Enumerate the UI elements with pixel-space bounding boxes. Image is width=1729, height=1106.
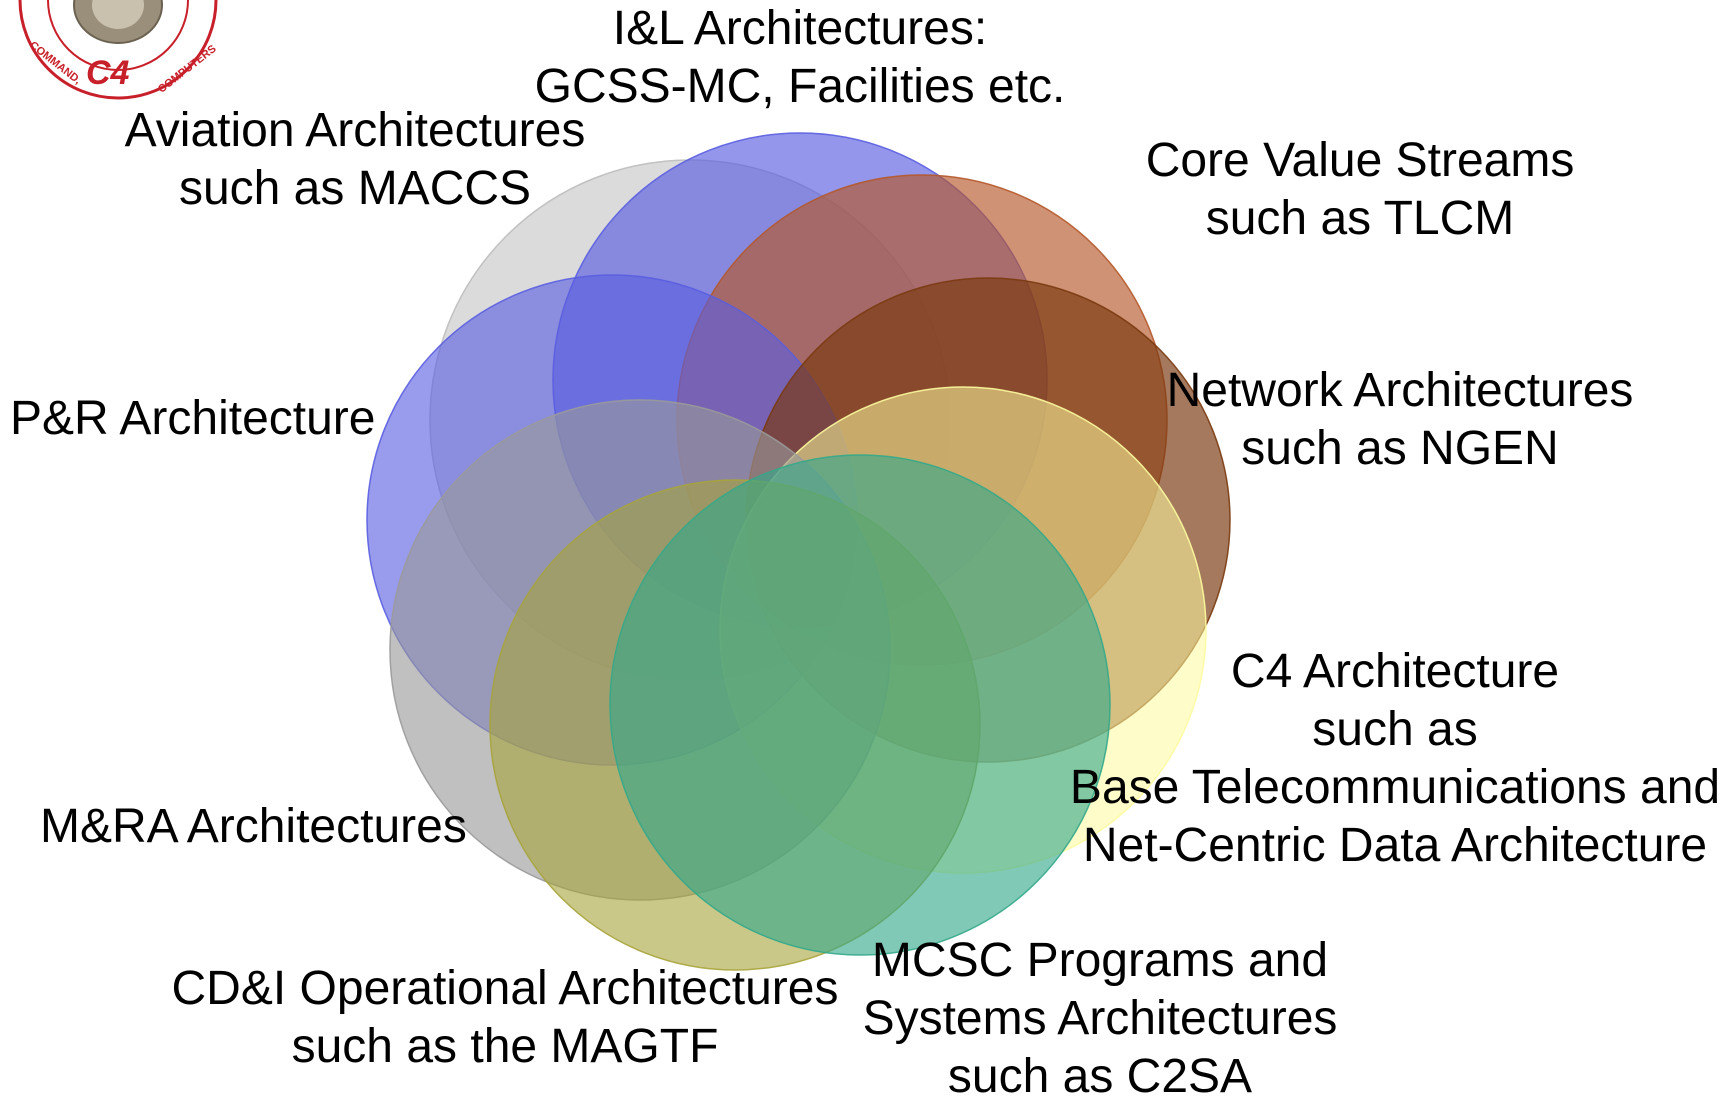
circle-mcsc <box>609 454 1111 956</box>
label-il: I&L Architectures:GCSS-MC, Facilities et… <box>534 2 1066 113</box>
logo-text: C4 <box>86 54 130 92</box>
label-mra: M&RA Architectures <box>40 800 467 853</box>
label-pr: P&R Architecture <box>10 392 376 445</box>
c4-logo: C4 COMMAND, COMPUTERS <box>18 0 219 100</box>
